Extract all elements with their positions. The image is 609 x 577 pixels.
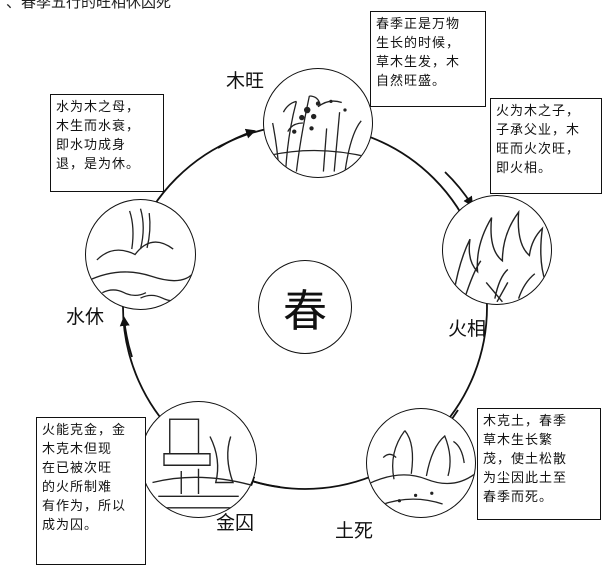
cauldron-icon [152, 418, 251, 509]
earth-illustration [366, 408, 476, 518]
metal-note: 火能克金，金 木克木但现 在已被次旺 的火所制难 有作为，所以 成为囚。 [36, 417, 146, 565]
earth-icon [367, 430, 475, 507]
wood-note: 春季正是万物 生长的时候， 草木生发，木 自然旺盛。 [370, 11, 486, 107]
water-note: 水为木之母， 木生而水衰， 即水功成身 退，是为休。 [50, 94, 164, 192]
water-label: 水休 [66, 306, 105, 328]
water-illustration [85, 199, 196, 310]
page-header: 、春季五行的旺相休囚死 [6, 0, 172, 11]
fire-note: 火为木之子， 子承父业，木 旺而火次旺， 即火相。 [490, 98, 602, 194]
arrow-wood-to-fire [444, 171, 474, 207]
arrow-metal-to-water [119, 316, 133, 358]
wood-illustration [263, 68, 373, 178]
center-season-circle: 春 [258, 260, 352, 354]
metal-illustration [140, 401, 257, 518]
earth-label: 土死 [335, 520, 374, 542]
wood-label: 木旺 [226, 70, 265, 92]
fire-label: 火相 [448, 318, 487, 340]
fire-illustration [442, 195, 552, 305]
flame-icon [453, 209, 547, 303]
arrow-water-to-wood [217, 128, 256, 149]
water-icon [86, 208, 195, 302]
plant-icon [269, 95, 370, 172]
earth-note: 木克土，春季 草木生长繁 茂，使土松散 为尘因此土至 春季而死。 [477, 408, 601, 520]
metal-label: 金囚 [216, 512, 255, 534]
